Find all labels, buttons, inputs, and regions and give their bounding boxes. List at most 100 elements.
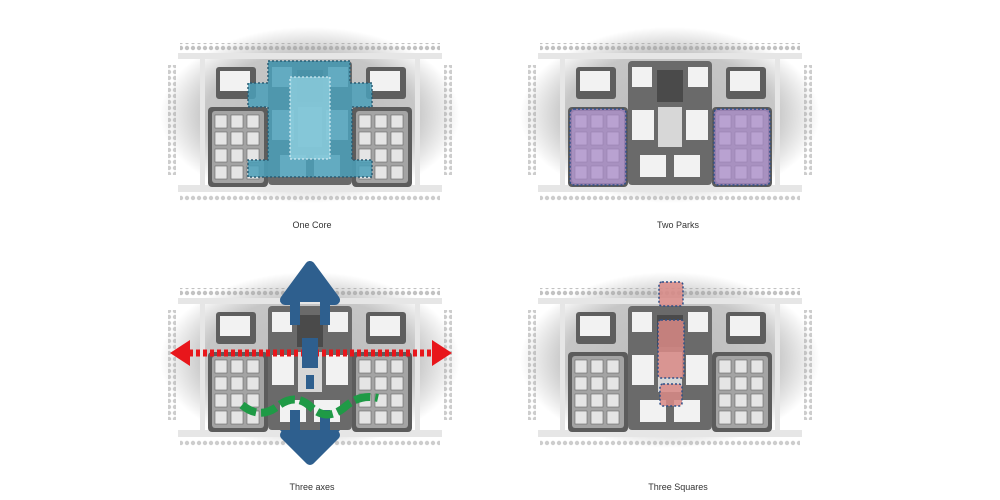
building	[374, 359, 388, 374]
building	[750, 359, 764, 374]
arrow-left-icon	[170, 340, 190, 366]
tree-row	[540, 195, 800, 201]
residential-block-right-inner	[356, 356, 408, 428]
tree-row	[444, 65, 452, 175]
building	[358, 114, 372, 129]
core-center	[289, 76, 331, 160]
building	[390, 131, 404, 146]
building	[574, 410, 588, 425]
building	[358, 376, 372, 391]
office-building	[580, 71, 610, 91]
office-building	[730, 316, 760, 336]
office-building	[580, 316, 610, 336]
central-building	[632, 355, 654, 385]
building	[734, 393, 748, 408]
building	[734, 359, 748, 374]
building	[390, 359, 404, 374]
road	[200, 304, 205, 430]
square-north	[658, 281, 684, 307]
building	[374, 114, 388, 129]
building	[214, 393, 228, 408]
building	[246, 376, 260, 391]
road	[775, 59, 780, 185]
panel-two-parks	[520, 27, 820, 203]
central-building	[272, 312, 292, 332]
vertical-axis-center	[302, 338, 318, 368]
tree-row	[168, 65, 176, 175]
building	[574, 359, 588, 374]
residential-block-left-inner	[572, 356, 624, 428]
office-building	[370, 316, 400, 336]
building	[214, 359, 228, 374]
central-building	[674, 155, 700, 177]
building	[390, 165, 404, 180]
office-building	[370, 71, 400, 91]
building	[214, 165, 228, 180]
central-building	[328, 312, 348, 332]
tree-row	[540, 440, 800, 446]
building	[590, 376, 604, 391]
road	[560, 304, 565, 430]
building	[358, 410, 372, 425]
tree-row	[804, 65, 812, 175]
building	[230, 359, 244, 374]
building	[374, 148, 388, 163]
building	[358, 359, 372, 374]
tree-row	[444, 310, 452, 420]
building	[606, 393, 620, 408]
building	[718, 393, 732, 408]
caption-one-core: One Core	[292, 220, 332, 230]
arrow-down-icon	[280, 430, 340, 464]
central-building	[686, 110, 708, 140]
tree-row	[528, 310, 536, 420]
road	[560, 59, 565, 185]
building	[214, 114, 228, 129]
road	[178, 53, 442, 59]
building	[390, 376, 404, 391]
building	[230, 165, 244, 180]
road	[200, 59, 205, 185]
building	[390, 410, 404, 425]
central-building	[688, 67, 708, 87]
building	[374, 131, 388, 146]
park-right	[713, 108, 771, 186]
building	[246, 114, 260, 129]
vertical-axis-dot	[306, 375, 314, 389]
road	[178, 185, 442, 192]
building	[358, 131, 372, 146]
residential-block-right-inner	[716, 356, 768, 428]
building	[718, 359, 732, 374]
road	[415, 59, 420, 185]
tree-row	[180, 43, 440, 51]
central-building	[632, 312, 652, 332]
panel-three-axes	[160, 261, 460, 465]
central-building	[632, 110, 654, 140]
building	[390, 393, 404, 408]
caption-three-squares: Three Squares	[648, 482, 708, 492]
building	[230, 410, 244, 425]
central-building	[686, 355, 708, 385]
building	[374, 376, 388, 391]
road	[775, 304, 780, 430]
office-building	[220, 316, 250, 336]
caption-two-parks: Two Parks	[656, 220, 699, 230]
building	[734, 376, 748, 391]
building	[214, 376, 228, 391]
building	[734, 410, 748, 425]
square-central	[657, 319, 685, 379]
building	[750, 393, 764, 408]
tree-row	[528, 65, 536, 175]
square-south	[659, 383, 683, 407]
building	[246, 359, 260, 374]
building	[718, 410, 732, 425]
curve-axis	[239, 393, 379, 419]
panel-three-squares	[520, 272, 820, 448]
building	[718, 376, 732, 391]
central-building	[688, 312, 708, 332]
building	[390, 114, 404, 129]
panel-one-core	[160, 27, 460, 203]
tree-row	[168, 310, 176, 420]
building	[390, 148, 404, 163]
building	[230, 376, 244, 391]
